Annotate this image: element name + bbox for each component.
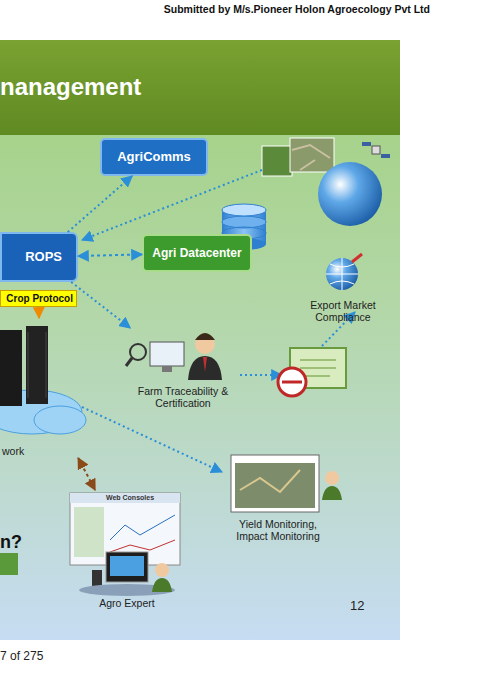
web-console-icon xyxy=(70,493,180,596)
expert-node: Agro Expert xyxy=(68,490,186,610)
data-flow-connector xyxy=(78,254,142,256)
node-text: Agri Datacenter xyxy=(146,246,248,260)
node-text: Yield Monitoring, Impact Monitoring xyxy=(224,518,332,543)
photo-thumbnail xyxy=(0,553,18,575)
export-globe-icon xyxy=(326,254,362,290)
slide-header-band xyxy=(0,40,400,135)
slide-title: nanagement xyxy=(0,73,141,101)
node-text: Crop Protocol xyxy=(1,293,73,305)
network-node: work xyxy=(0,318,82,458)
globe-icon xyxy=(318,162,382,226)
page-count: 7 of 275 xyxy=(0,649,120,663)
server-cloud-icon xyxy=(0,326,86,434)
satellite-image xyxy=(262,146,292,176)
flow-line xyxy=(240,374,282,376)
protocol-tag: Crop Protocol xyxy=(0,290,77,307)
satellite-icon xyxy=(362,142,390,158)
satellite-image xyxy=(290,138,334,172)
slide-background xyxy=(0,40,400,640)
submitter-note: Submitted by M/s.Pioneer Holon Agroecolo… xyxy=(150,3,430,15)
data-flow-connector xyxy=(68,176,132,232)
node-text: work xyxy=(2,445,80,458)
data-flow-connector xyxy=(38,307,40,318)
node-text: ROPS xyxy=(2,249,62,265)
core-platform-box: ROPS xyxy=(0,232,78,282)
data-flow-connector xyxy=(71,282,130,328)
node-text: Farm Traceability & Certification xyxy=(124,385,242,410)
cropped-text: n? xyxy=(0,532,40,553)
certificate-icon xyxy=(278,348,346,396)
slide-number: 12 xyxy=(350,598,380,613)
node-text: AgriComms xyxy=(104,149,204,165)
traceability-node: Farm Traceability & Certification xyxy=(122,328,244,410)
node-text: Agro Expert xyxy=(70,597,184,610)
yield-map-icon xyxy=(231,455,342,512)
export-compliance-node: Export Market Compliance xyxy=(296,254,390,324)
data-flow-connector xyxy=(82,407,222,472)
data-flow-connector xyxy=(78,458,95,490)
officer-icon xyxy=(126,333,222,380)
console-title: Web Consoles xyxy=(100,494,160,501)
datacenter-box: Agri Datacenter xyxy=(142,234,252,272)
monitoring-node: Yield Monitoring, Impact Monitoring xyxy=(222,453,334,543)
node-text: Export Market Compliance xyxy=(298,299,388,324)
system-box: AgriComms xyxy=(100,138,208,176)
map-road xyxy=(292,145,330,170)
